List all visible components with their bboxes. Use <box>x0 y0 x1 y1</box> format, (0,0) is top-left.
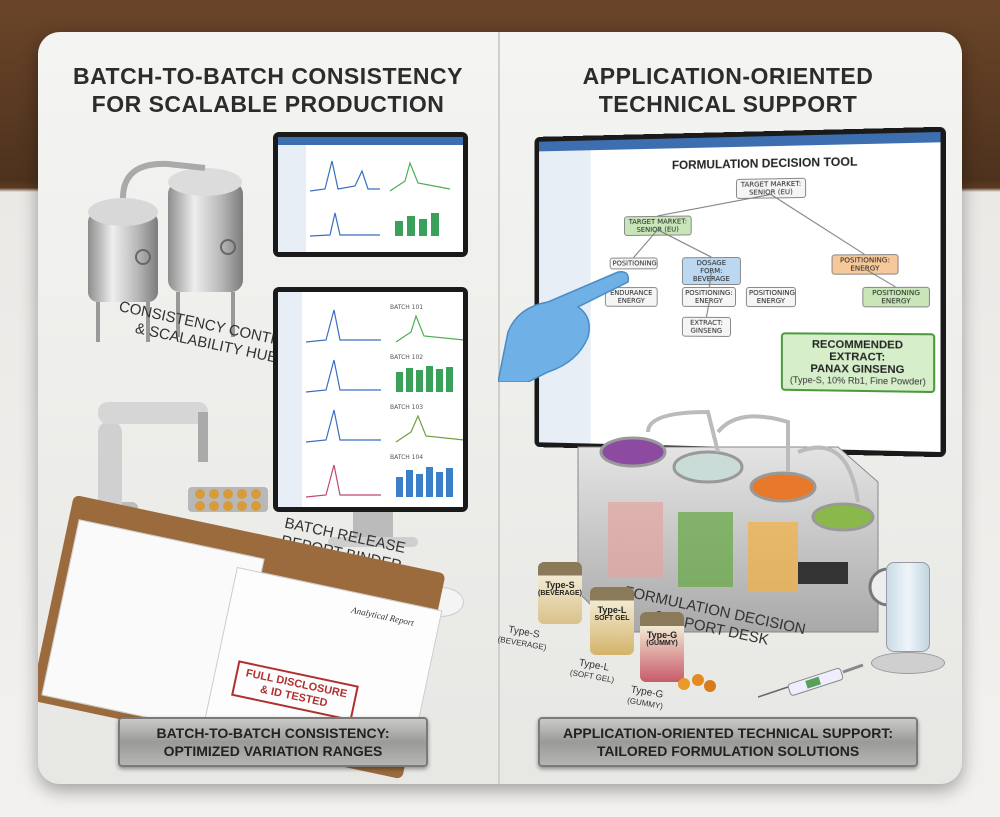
label-type-g: Type-G (GUMMY) <box>615 682 678 714</box>
left-heading-line2: FOR SCALABLE PRODUCTION <box>58 90 478 118</box>
jar-type-g-sub: (GUMMY) <box>640 640 684 647</box>
jar-type-l: Type-L SOFT GEL <box>590 587 634 655</box>
jar-type-g-name: Type-G <box>640 630 684 640</box>
disclosure-stamp: FULL DISCLOSURE & ID TESTED <box>231 660 359 721</box>
jar-type-l-name: Type-L <box>590 605 634 615</box>
jar-type-s-name: Type-S <box>538 580 582 590</box>
gloved-hand <box>498 262 638 382</box>
right-plaque-line1: APPLICATION-ORIENTED TECHNICAL SUPPORT: <box>563 724 893 742</box>
right-heading-line1: APPLICATION-ORIENTED <box>518 62 938 90</box>
right-plaque-line2: TAILORED FORMULATION SOLUTIONS <box>597 742 859 760</box>
left-plaque: BATCH-TO-BATCH CONSISTENCY: OPTIMIZED VA… <box>118 717 428 767</box>
top-monitor <box>273 132 468 257</box>
right-heading: APPLICATION-ORIENTED TECHNICAL SUPPORT <box>518 62 938 118</box>
jar-type-l-sub: SOFT GEL <box>590 615 634 622</box>
label-type-s: Type-S (BEVERAGE) <box>492 622 555 654</box>
syringe-illustration <box>758 662 868 702</box>
label-type-l: Type-L (SOFT GEL) <box>562 655 625 687</box>
report-title: Analytical Report <box>351 605 415 628</box>
left-plaque-line2: OPTIMIZED VARIATION RANGES <box>164 742 383 760</box>
left-heading-line1: BATCH-TO-BATCH CONSISTENCY <box>58 62 478 90</box>
top-monitor-screen <box>278 137 463 252</box>
main-monitor-screen: BATCH 101 BATCH 102 BATCH 103 BATCH 104 <box>278 292 463 507</box>
left-heading: BATCH-TO-BATCH CONSISTENCY FOR SCALABLE … <box>58 62 478 118</box>
illustration-board: BATCH-TO-BATCH CONSISTENCY FOR SCALABLE … <box>38 32 962 784</box>
right-heading-line2: TECHNICAL SUPPORT <box>518 90 938 118</box>
main-monitor: BATCH 101 BATCH 102 BATCH 103 BATCH 104 <box>273 287 468 512</box>
left-plaque-line1: BATCH-TO-BATCH CONSISTENCY: <box>156 724 389 742</box>
recommendation-line3: (Type-S, 10% Rb1, Fine Powder) <box>787 375 929 387</box>
jar-type-s: Type-S (BEVERAGE) <box>538 562 582 624</box>
glass-vial <box>886 562 930 652</box>
right-plaque: APPLICATION-ORIENTED TECHNICAL SUPPORT: … <box>538 717 918 767</box>
recommendation-line1: RECOMMENDED EXTRACT: <box>787 338 929 364</box>
jar-type-s-sub: (BEVERAGE) <box>538 590 582 597</box>
recommendation-box: RECOMMENDED EXTRACT: PANAX GINSENG (Type… <box>781 332 935 393</box>
panel-divider <box>498 32 500 784</box>
gummies <box>678 672 718 692</box>
vial-stand <box>871 652 945 674</box>
